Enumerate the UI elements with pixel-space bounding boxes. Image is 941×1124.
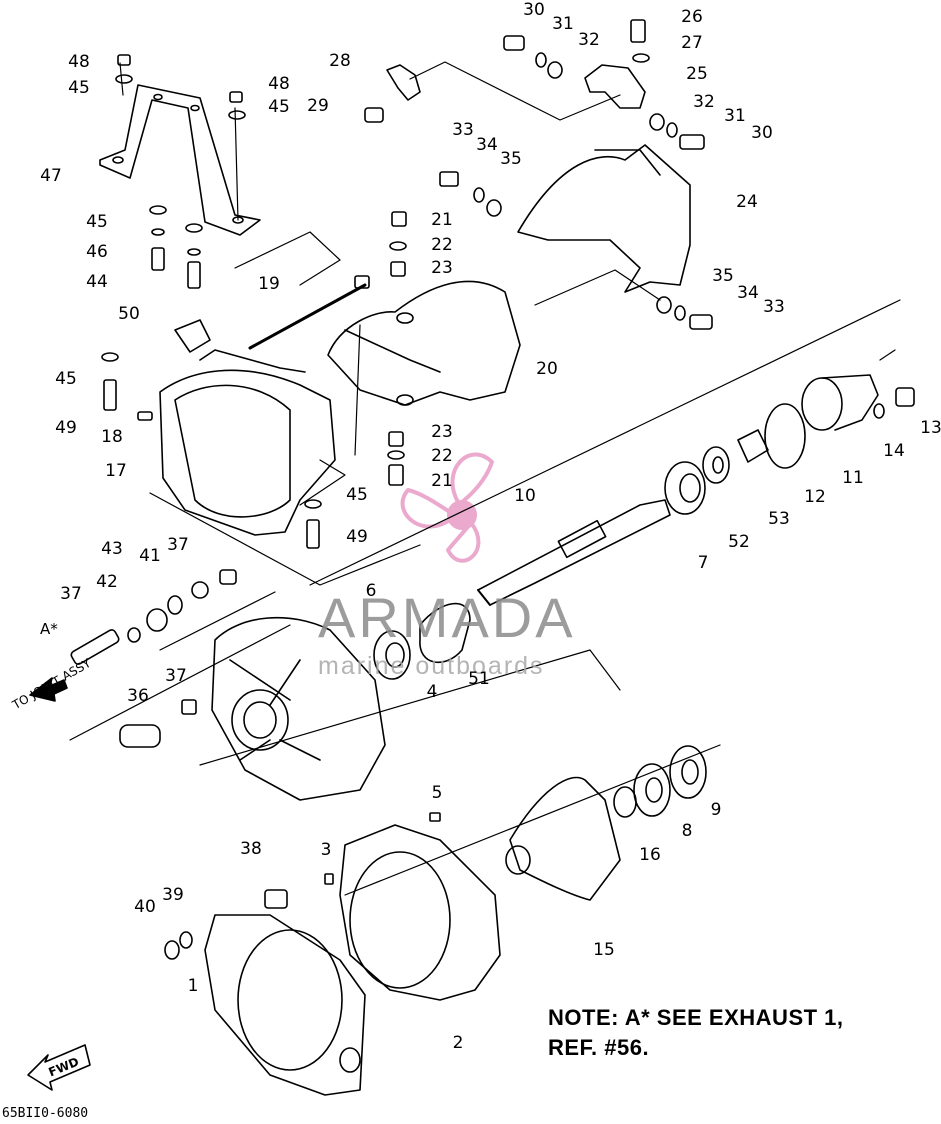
callout-28: 28 (329, 51, 351, 71)
housing-2 (339, 824, 501, 1001)
callout-14: 14 (883, 441, 905, 461)
callout-37-top: 37 (167, 535, 189, 555)
callout-49-bottom: 49 (346, 527, 368, 547)
callout-40: 40 (134, 897, 156, 917)
callout-43: 43 (101, 539, 123, 559)
cone-11 (801, 374, 879, 431)
callout-45-left: 45 (55, 369, 77, 389)
callout-38: 38 (240, 839, 262, 859)
callout-31-right: 31 (724, 106, 746, 126)
rear-bearings (613, 745, 707, 818)
callout-48-left: 48 (68, 52, 90, 72)
callout-45-topleft: 45 (68, 78, 90, 98)
callout-32-right: 32 (693, 92, 715, 112)
callout-13: 13 (920, 418, 941, 438)
callout-1: 1 (187, 976, 199, 996)
callout-39: 39 (162, 885, 184, 905)
cover-20 (327, 280, 521, 406)
note-line-2: REF. #56. (548, 1035, 650, 1060)
exhaust-note: NOTE: A* SEE EXHAUST 1, REF. #56. (548, 1003, 844, 1063)
callout-22-bottom: 22 (431, 446, 453, 466)
a-star-label: A* (40, 620, 58, 638)
callout-45-topright: 45 (268, 97, 290, 117)
callout-6: 6 (365, 581, 377, 601)
fwd-arrow (27, 1044, 91, 1091)
fasteners (70, 19, 915, 960)
rod-19 (248, 275, 370, 350)
callout-10: 10 (514, 486, 536, 506)
note-line-1: NOTE: A* SEE EXHAUST 1, (548, 1005, 844, 1030)
callout-8: 8 (681, 821, 693, 841)
callout-9: 9 (710, 800, 722, 820)
callout-48-right: 48 (268, 74, 290, 94)
callout-37-left: 37 (60, 584, 82, 604)
callout-29: 29 (307, 96, 329, 116)
callout-51: 51 (468, 669, 490, 689)
leader-lines (69, 61, 901, 896)
callout-11: 11 (842, 468, 864, 488)
watermark-brand: ARMADA (318, 586, 576, 649)
callout-12: 12 (804, 487, 826, 507)
shaft-10 (477, 499, 671, 606)
callout-35-right: 35 (712, 266, 734, 286)
callout-21-top: 21 (431, 210, 453, 230)
callout-42: 42 (96, 572, 118, 592)
callout-16: 16 (639, 845, 661, 865)
callout-15: 15 (593, 940, 615, 960)
callout-18: 18 (101, 427, 123, 447)
callout-36: 36 (127, 686, 149, 706)
watermark-tagline: marine outboards (318, 652, 545, 680)
callout-50: 50 (118, 304, 140, 324)
callout-33-top: 33 (452, 120, 474, 140)
callout-44: 44 (86, 272, 108, 292)
bracket-50 (174, 319, 211, 353)
callout-23-top: 23 (431, 258, 453, 278)
callout-37-bottom: 37 (165, 666, 187, 686)
callout-49-left: 49 (55, 418, 77, 438)
callout-30-top: 30 (523, 0, 545, 20)
bearing-group (664, 403, 806, 515)
callout-45-bottom: 45 (346, 485, 368, 505)
callout-24: 24 (736, 192, 758, 212)
callout-26: 26 (681, 7, 703, 27)
bracket-47 (99, 84, 261, 236)
cover-24 (517, 144, 691, 293)
callout-2: 2 (452, 1033, 464, 1053)
callout-53: 53 (768, 509, 790, 529)
callout-22-top: 22 (431, 235, 453, 255)
callout-32-top: 32 (578, 30, 600, 50)
callout-31-top: 31 (552, 14, 574, 34)
housing-4 (211, 616, 386, 801)
callout-30-right: 30 (751, 123, 773, 143)
callout-41: 41 (139, 546, 161, 566)
callout-20: 20 (536, 359, 558, 379)
callout-7: 7 (697, 553, 709, 573)
callout-21-bottom: 21 (431, 471, 453, 491)
callout-52: 52 (728, 532, 750, 552)
callout-25: 25 (686, 64, 708, 84)
housing-17 (159, 349, 336, 536)
callout-4: 4 (426, 682, 438, 702)
callout-3: 3 (320, 840, 332, 860)
callout-17: 17 (105, 461, 127, 481)
brackets-28-25 (386, 64, 646, 109)
callout-19: 19 (258, 274, 280, 294)
callout-35-top: 35 (500, 149, 522, 169)
impeller-15 (505, 776, 621, 901)
callout-45-mid: 45 (86, 212, 108, 232)
drawing-code: 65BII0-6080 (2, 1106, 89, 1121)
callout-5: 5 (431, 783, 443, 803)
callout-46: 46 (86, 242, 108, 262)
callout-23-bottom: 23 (431, 422, 453, 442)
to-joint-arrow (29, 677, 68, 702)
callout-27: 27 (681, 33, 703, 53)
callout-34-right: 34 (737, 283, 759, 303)
callout-34-top: 34 (476, 135, 498, 155)
callout-47: 47 (40, 166, 62, 186)
plate-1 (204, 914, 366, 1096)
bushing-group (373, 602, 471, 680)
callout-33-right: 33 (763, 297, 785, 317)
